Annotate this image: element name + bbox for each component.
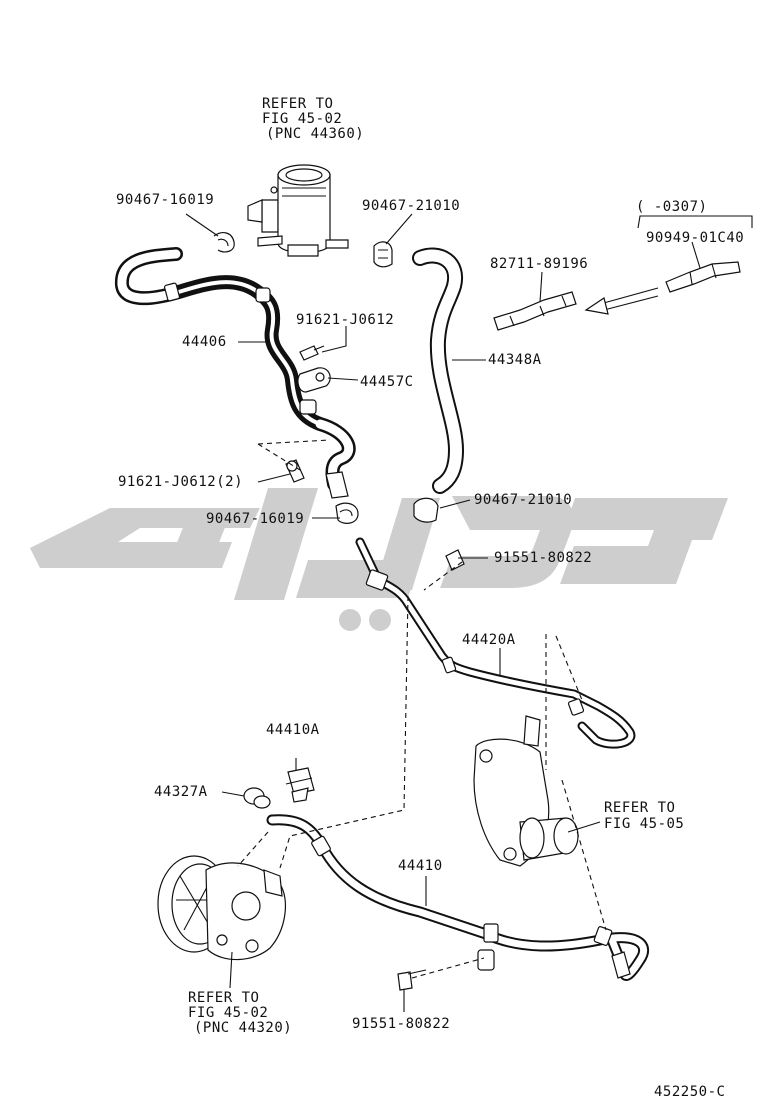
refer-top-line3: (PNC 44360) (266, 126, 364, 142)
refer-top-line1: REFER TO (262, 96, 333, 112)
power-steering-pump (157, 855, 287, 961)
gasket-44327a (243, 787, 271, 809)
label-82711-89196: 82711-89196 (490, 256, 588, 272)
hose-44420a (355, 537, 636, 749)
label-44410: 44410 (398, 858, 443, 874)
label-91551-80822-top: 91551-80822 (494, 550, 592, 566)
label-44406: 44406 (182, 334, 227, 350)
refer-top-line2: FIG 45-02 (262, 111, 342, 127)
hose-44410 (266, 814, 650, 981)
bolt-91621-j0612 (299, 345, 325, 361)
label-91551-80822-bottom: 91551-80822 (352, 1016, 450, 1032)
label-44410a: 44410A (266, 722, 320, 738)
label-91621-j0612-2: 91621-J0612(2) (118, 474, 243, 490)
refer-bottom-line1: REFER TO (188, 990, 259, 1006)
direction-arrow (584, 287, 659, 315)
union-bolt-44410a (285, 767, 315, 803)
callout-labels: REFER TO FIG 45-02 (PNC 44360) 90467-160… (116, 96, 744, 1100)
clamp-90467-21010-top (373, 241, 393, 268)
label-90467-21010-mid: 90467-21010 (474, 492, 572, 508)
label-44327a: 44327A (154, 784, 208, 800)
clamp-90467-21010-mid (413, 497, 439, 523)
clamp-90467-16019-mid (335, 502, 359, 524)
label-44420a: 44420A (462, 632, 516, 648)
leader-lines (185, 213, 753, 1012)
refer-mid-line2: FIG 45-05 (604, 816, 684, 832)
refer-bottom-line3: (PNC 44320) (194, 1020, 292, 1036)
watermark-logo (30, 488, 728, 631)
label-91621-j0612: 91621-J0612 (296, 312, 394, 328)
date-range: ( -0307) (636, 199, 707, 215)
bolt-91551-80822-bottom (397, 969, 427, 991)
guide-lines (237, 439, 607, 979)
label-90467-16019-mid: 90467-16019 (206, 511, 304, 527)
label-90467-16019-top: 90467-16019 (116, 192, 214, 208)
label-90467-21010-top: 90467-21010 (362, 198, 460, 214)
label-44457c: 44457C (360, 374, 414, 390)
clip-90949-01c40 (665, 261, 741, 293)
clamp-90467-16019-top (213, 232, 235, 253)
refer-bottom-line2: FIG 45-02 (188, 1005, 268, 1021)
label-44348a: 44348A (488, 352, 542, 368)
hose-44406 (115, 247, 356, 499)
figure-code: 452250-C (654, 1084, 725, 1100)
refer-mid-line1: REFER TO (604, 800, 675, 816)
bracket-44457c (297, 367, 331, 393)
hose-44348a (412, 247, 464, 494)
steering-gear-housing (473, 715, 579, 867)
clip-82711-89196 (493, 291, 577, 331)
label-90949-01c40: 90949-01C40 (646, 230, 744, 246)
reservoir-assembly (247, 164, 349, 257)
